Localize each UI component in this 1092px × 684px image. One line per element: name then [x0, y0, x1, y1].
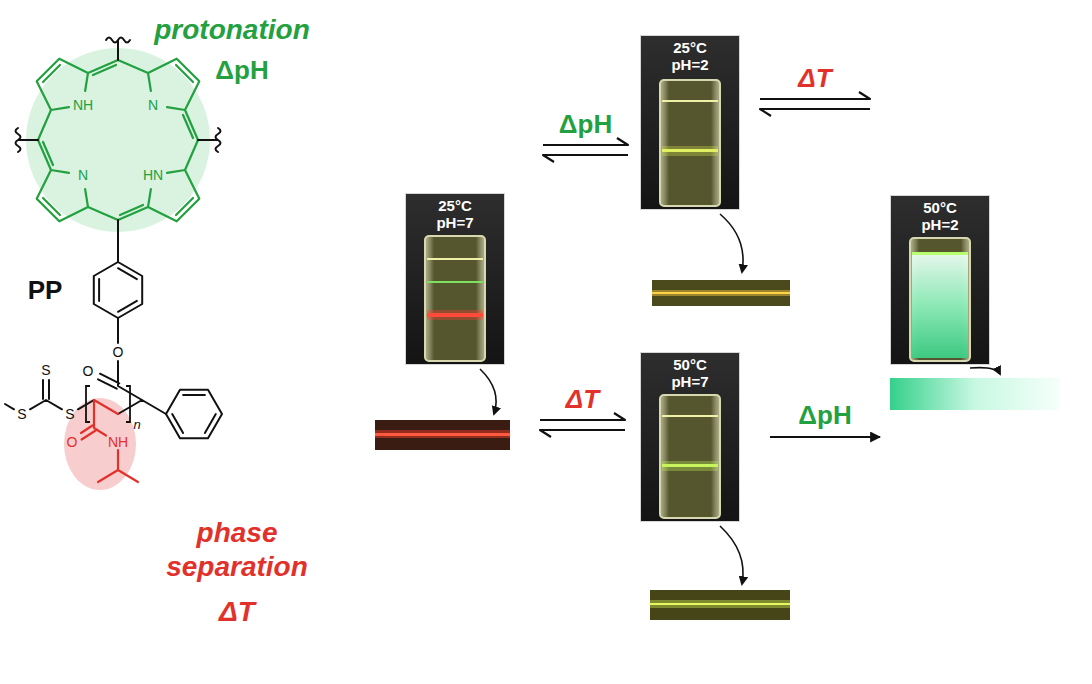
arrow-label: ΔT — [566, 386, 599, 412]
porphyrin-structure — [26, 48, 210, 232]
atom-label: NH — [108, 435, 128, 449]
laser-strip — [652, 290, 790, 296]
atom-label: O — [67, 435, 78, 449]
atom-label: N — [148, 98, 158, 112]
polymer-structure — [5, 361, 222, 490]
stimulus-label: ΔT — [219, 598, 255, 626]
phenyl-ring — [94, 220, 142, 343]
laser-strip — [650, 590, 790, 620]
photo-panel: 25°C pH=2 — [640, 35, 740, 210]
panel-label: 25°C pH=2 — [662, 40, 718, 73]
atom-label: N — [78, 168, 88, 182]
vial-photo — [910, 238, 970, 361]
porphyrin-structure — [37, 59, 200, 222]
atom-label: S — [65, 407, 74, 421]
laser-strip — [890, 378, 1060, 410]
panel-label: 50°C pH=2 — [912, 200, 968, 233]
vial-photo — [890, 195, 990, 365]
leader-arrow — [480, 214, 1000, 584]
vial-photo — [427, 281, 483, 283]
laser-strip — [650, 603, 790, 605]
vial-photo — [427, 310, 483, 320]
arrow-label: ΔpH — [798, 402, 851, 428]
laser-strip — [652, 280, 790, 306]
vial-photo — [662, 415, 718, 417]
arrow-label: ΔT — [798, 65, 831, 91]
vial-photo — [640, 352, 740, 522]
porphyrin-structure — [118, 140, 199, 221]
vial-photo — [890, 195, 990, 365]
leader-arrow — [480, 369, 496, 414]
polymer-structure — [166, 390, 222, 438]
porphyrin-structure — [37, 140, 118, 221]
phenyl-ring — [94, 220, 142, 343]
atom-label: HN — [143, 168, 163, 182]
vial-photo — [427, 258, 483, 260]
atom-label: S — [17, 407, 26, 421]
vial-photo — [425, 236, 485, 361]
photo-panel: 50°C pH=7 — [640, 352, 740, 522]
vial-photo — [662, 461, 718, 471]
laser-strip — [890, 378, 1060, 410]
reaction-arrow — [770, 436, 880, 438]
panel-label: 50°C pH=7 — [662, 357, 718, 390]
porphyrin-structure — [118, 59, 199, 140]
vial-photo — [662, 464, 718, 467]
arrow-label: ΔpH — [559, 111, 612, 137]
porphyrin-structure — [16, 38, 221, 153]
vial-photo — [427, 313, 483, 317]
atom-label: O — [83, 364, 94, 378]
compound-label: PP — [28, 277, 63, 303]
vial-photo — [662, 146, 718, 156]
leader-arrow — [720, 214, 743, 272]
laser-strip — [650, 600, 790, 608]
vial-photo — [640, 35, 740, 210]
equilibrium-arrow — [760, 92, 870, 116]
atom-label: S — [41, 363, 50, 377]
porphyrin-structure — [37, 59, 118, 140]
vial-photo — [405, 193, 505, 365]
vial-photo — [662, 100, 718, 102]
laser-strip — [652, 280, 790, 306]
photo-panel: 25°C pH=7 — [405, 193, 505, 365]
vial-photo — [405, 193, 505, 365]
phenyl-ring — [99, 268, 137, 312]
stimulus-label: ΔpH — [215, 57, 268, 83]
leader-arrow — [970, 368, 1000, 374]
equilibrium-arrow — [543, 138, 628, 162]
laser-strip — [375, 420, 510, 450]
vial-photo — [912, 252, 968, 358]
vial-photo — [662, 149, 718, 152]
atom-label: NH — [73, 98, 93, 112]
porphyrin-structure — [16, 38, 221, 233]
laser-strip — [375, 420, 510, 450]
vial-photo — [640, 35, 740, 210]
vial-photo — [660, 80, 720, 206]
atom-label: O — [113, 345, 124, 359]
panel-label: 25°C pH=7 — [427, 198, 483, 231]
stimulus-label: protonation — [154, 16, 310, 44]
laser-strip — [375, 430, 510, 438]
vial-photo — [640, 352, 740, 522]
polymer-structure — [86, 386, 130, 422]
equilibrium-arrow — [540, 413, 625, 437]
photo-panel: 50°C pH=2 — [890, 195, 990, 365]
vial-photo — [912, 252, 968, 255]
repeat-index: n — [133, 418, 140, 431]
stimulus-label: phase separation — [142, 516, 332, 583]
polymer-structure — [64, 398, 136, 490]
leader-arrow — [720, 526, 743, 584]
laser-strip — [650, 590, 790, 620]
laser-strip — [652, 292, 790, 294]
vial-photo — [660, 395, 720, 518]
laser-strip — [375, 433, 510, 436]
